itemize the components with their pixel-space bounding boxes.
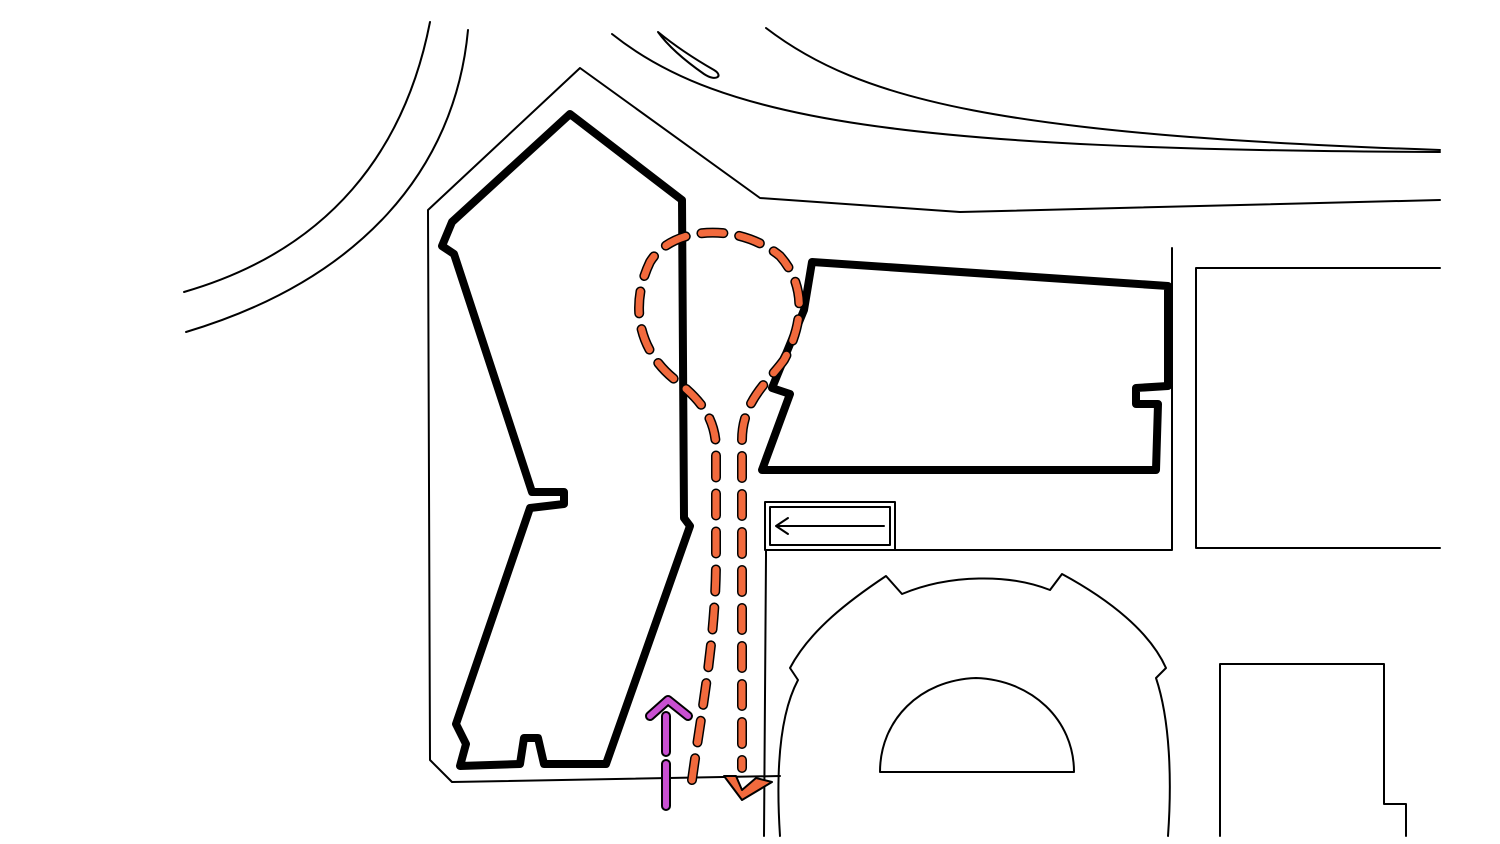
plot-east-upper xyxy=(1195,267,1441,549)
arena-inner-stage xyxy=(879,677,1075,773)
parking-sign-inner xyxy=(769,506,891,546)
arena xyxy=(777,573,1171,837)
arena-outer-wall xyxy=(777,573,1171,837)
plot-southeast xyxy=(1219,663,1407,837)
road-edge-outer-left xyxy=(183,21,431,293)
road-edge-inner-left xyxy=(185,29,469,333)
road-edge-inner-right xyxy=(765,27,1441,151)
pedestrian-route-arrow-fill xyxy=(647,697,691,809)
pedestrian-route xyxy=(645,695,693,811)
building-west xyxy=(438,110,694,770)
curved-road xyxy=(183,21,1441,333)
road-edge-top xyxy=(611,33,1441,153)
vehicle-route-loop xyxy=(635,229,803,784)
left-arrow-icon xyxy=(775,517,885,535)
vehicle-route-arrowhead-icon xyxy=(723,775,773,801)
parking-strip xyxy=(763,247,1173,837)
parking-direction-sign xyxy=(764,501,896,551)
road-median-island xyxy=(657,31,720,79)
vehicle-route xyxy=(634,227,805,801)
building-east xyxy=(758,258,1172,474)
site-boundary xyxy=(427,67,1441,783)
parking-sign-outer xyxy=(764,501,896,551)
